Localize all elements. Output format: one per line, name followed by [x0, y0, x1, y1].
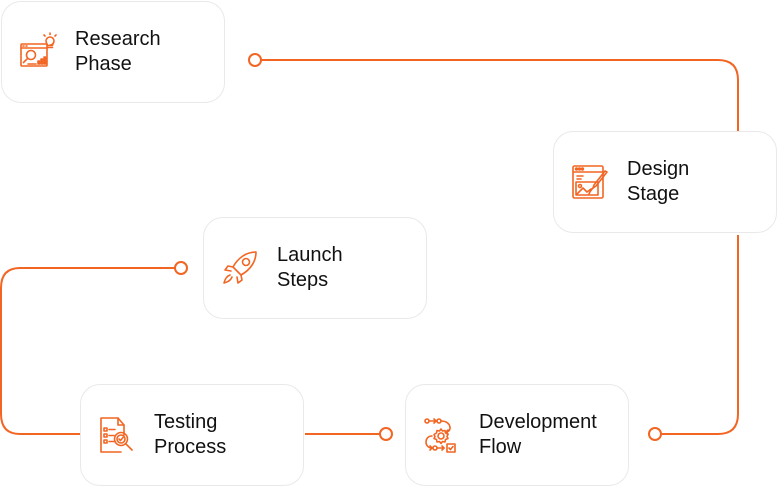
connector-research-to-design — [261, 59, 739, 131]
step-card-design[interactable]: Design Stage — [553, 131, 777, 233]
step-card-launch[interactable]: Launch Steps — [203, 217, 427, 319]
connector-node-development — [648, 427, 662, 441]
step-label-launch: Launch Steps — [277, 244, 343, 291]
step-card-development[interactable]: Development Flow — [405, 384, 629, 486]
testing-checklist-magnifier-icon — [97, 415, 137, 455]
step-label-research: Research Phase — [75, 28, 161, 75]
step-card-research[interactable]: Research Phase — [1, 1, 225, 103]
step-card-testing[interactable]: Testing Process — [80, 384, 304, 486]
connector-node-testing — [379, 427, 393, 441]
launch-rocket-icon — [220, 248, 260, 288]
step-label-testing: Testing Process — [154, 411, 227, 458]
step-label-development: Development Flow — [479, 411, 597, 458]
research-analytics-icon — [18, 32, 58, 72]
design-browser-brush-icon — [570, 162, 610, 202]
connector-launch-to-testing — [0, 267, 175, 435]
step-label-design: Design Stage — [627, 158, 690, 205]
development-workflow-icon — [422, 415, 462, 455]
connector-node-research — [248, 53, 262, 67]
connector-design-to-development — [661, 235, 739, 435]
connector-node-launch — [174, 261, 188, 275]
